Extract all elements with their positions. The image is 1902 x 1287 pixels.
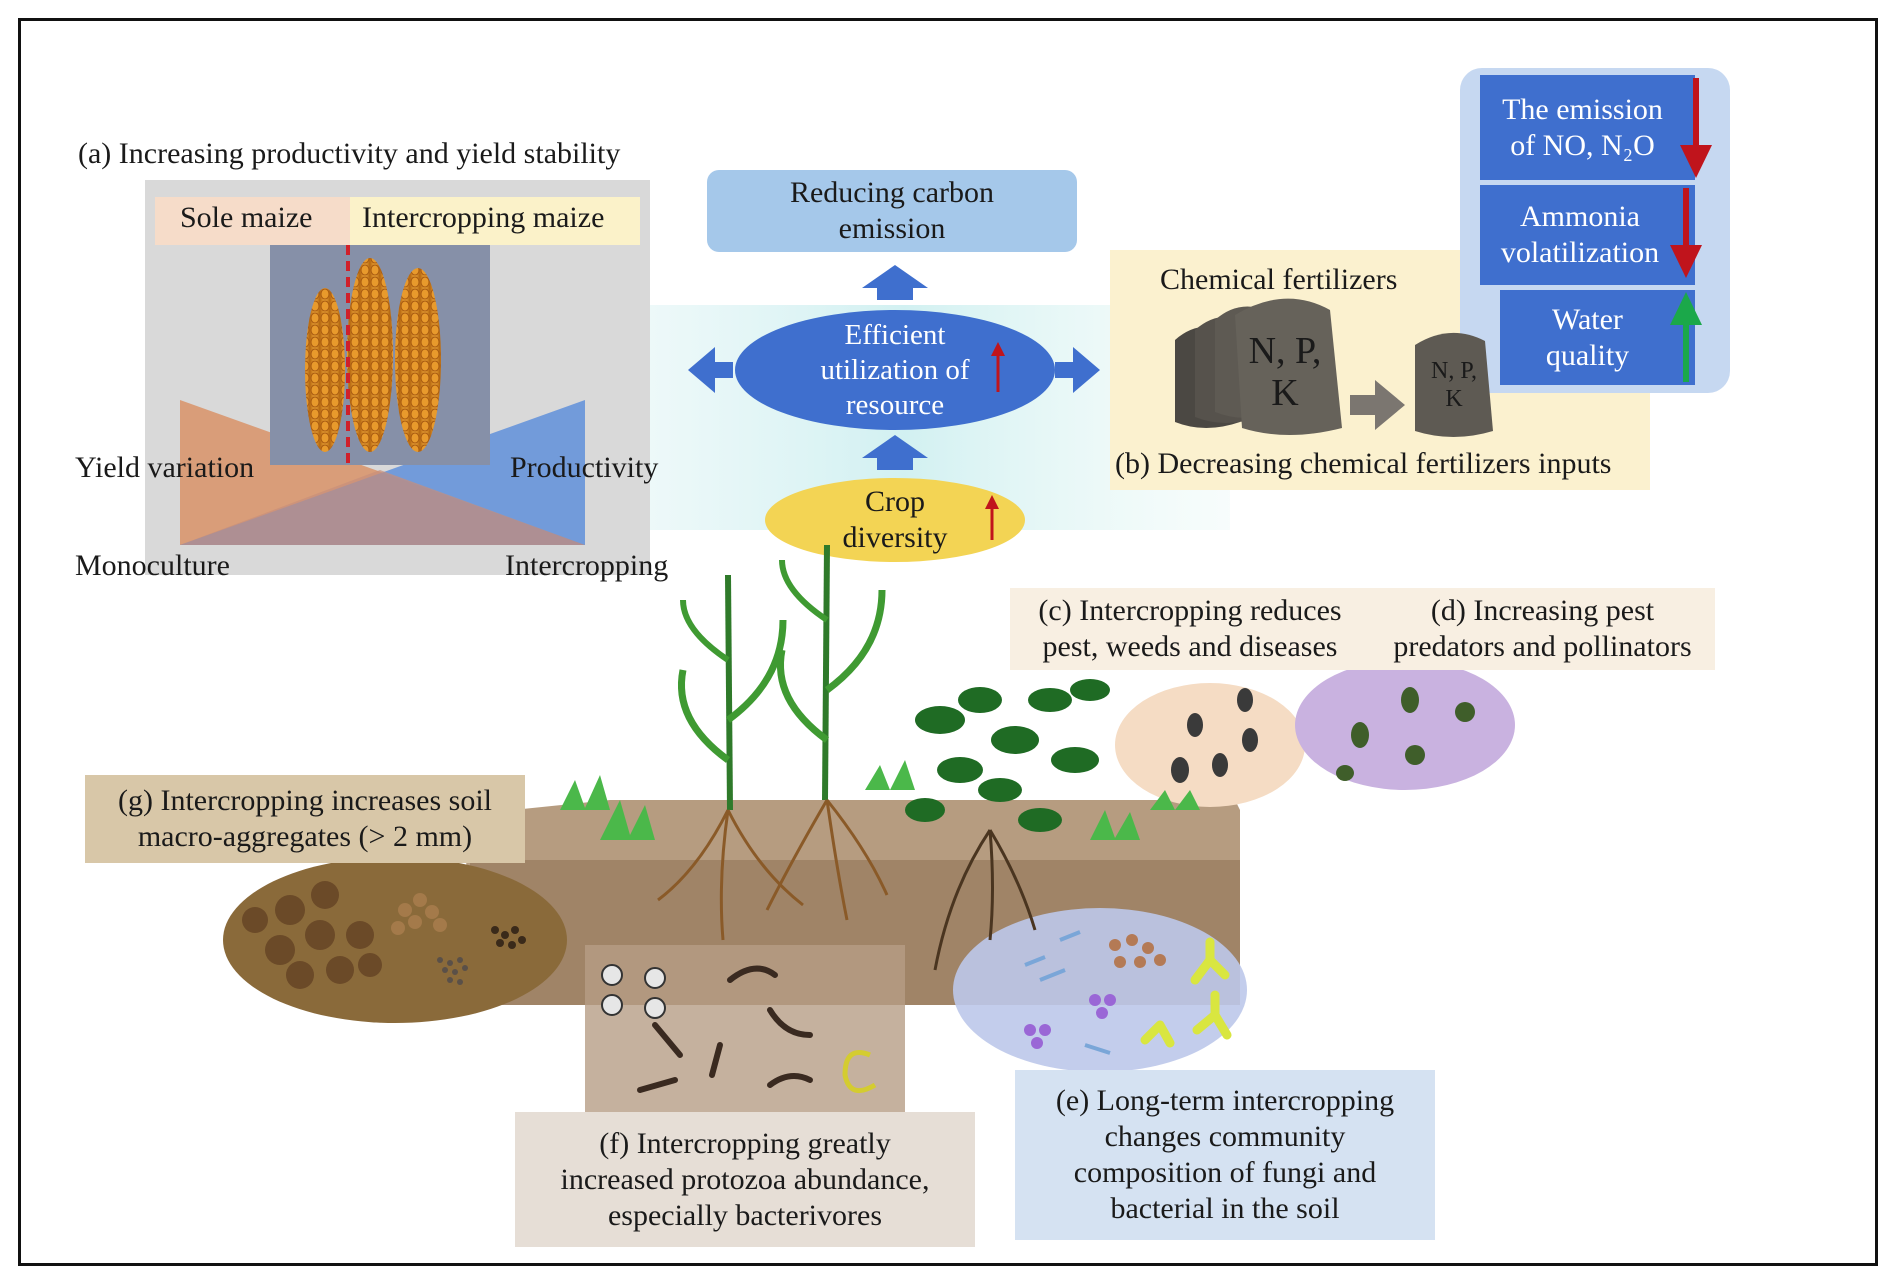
efficient-utilization-box: Efficient utilization of resource bbox=[775, 310, 1015, 430]
fungal-hyphae bbox=[1140, 937, 1232, 1048]
panel-c-caption-box: (c) Intercropping reduces pest, weeds an… bbox=[1010, 588, 1370, 670]
maize-cob-sole bbox=[305, 288, 345, 452]
reducing-carbon-box: Reducing carbon emission bbox=[707, 170, 1077, 252]
reducing-carbon-box-bg bbox=[707, 170, 1077, 252]
predator-ellipse bbox=[1295, 660, 1515, 790]
diversity-up-arrow bbox=[985, 495, 999, 540]
soybean-roots bbox=[933, 829, 1037, 971]
panel-e-caption-box: (e) Long-term intercropping changes comm… bbox=[1015, 1070, 1435, 1240]
bag-large-label: N, P, K bbox=[1248, 330, 1322, 414]
maize-cob-inter-2 bbox=[395, 268, 441, 452]
bacteria-colonies bbox=[1024, 994, 1116, 1049]
emission-down-arrow bbox=[1680, 78, 1712, 178]
monoculture-label: Monoculture bbox=[75, 549, 230, 582]
ammonia-text: Ammonia volatilization bbox=[1500, 200, 1660, 269]
panel-d-caption: (d) Increasing pest predators and pollin… bbox=[1393, 594, 1692, 663]
bag-small-label: N, P, K bbox=[1430, 358, 1478, 412]
bag-small-label-box: N, P, K bbox=[1420, 355, 1488, 415]
micro-aggregates bbox=[391, 893, 447, 935]
emission-box-bg bbox=[1480, 75, 1695, 180]
yield-variation-label: Yield variation bbox=[75, 451, 255, 484]
arrow-up-to-carbon bbox=[862, 265, 928, 300]
predator-insects bbox=[1336, 687, 1475, 781]
ammonia-box: Ammonia volatilization bbox=[1480, 185, 1680, 285]
bacterivore bbox=[842, 1050, 877, 1094]
grass-clumps bbox=[560, 760, 1200, 840]
emission-box: The emission of NO, N₂O bbox=[1480, 78, 1685, 178]
maize-cob-inter-1 bbox=[347, 258, 393, 452]
fungi-spores bbox=[1109, 934, 1166, 968]
crop-diversity-text: Crop diversity bbox=[842, 485, 948, 554]
arrow-right bbox=[1055, 347, 1100, 393]
intercropping-maize-label: Intercropping maize bbox=[362, 201, 605, 234]
sole-maize-label: Sole maize bbox=[180, 201, 313, 234]
panel-f-caption-box: (f) Intercropping greatly increased prot… bbox=[515, 1112, 975, 1247]
panel-g-caption-box: (g) Intercropping increases soil macro-a… bbox=[85, 775, 525, 863]
arrow-up-to-resource bbox=[862, 435, 928, 470]
arrow-left bbox=[688, 347, 733, 393]
maize-plants bbox=[678, 544, 886, 811]
soybean-plants bbox=[905, 679, 1110, 832]
ammonia-down-arrow bbox=[1670, 188, 1702, 278]
water-quality-box: Water quality bbox=[1500, 290, 1675, 385]
small-aggregates bbox=[491, 926, 526, 949]
crop-diversity-ellipse bbox=[765, 478, 1025, 562]
bacteria-rods bbox=[1024, 930, 1111, 1055]
fertilizer-bags-large bbox=[1175, 298, 1342, 435]
pest-ellipse bbox=[1115, 683, 1305, 807]
sole-maize-bg bbox=[155, 197, 350, 245]
reducing-carbon-text: Reducing carbon emission bbox=[789, 176, 995, 245]
panel-c-caption: (c) Intercropping reduces pest, weeds an… bbox=[1038, 594, 1342, 663]
chemical-fertilizers-label: Chemical fertilizers bbox=[1160, 263, 1398, 296]
pest-insects bbox=[1171, 688, 1258, 783]
water-up-arrow bbox=[1670, 292, 1702, 382]
panel-b-caption: (b) Decreasing chemical fertilizers inpu… bbox=[1115, 447, 1612, 480]
bag-large-label-box: N, P, K bbox=[1235, 330, 1335, 414]
amoebae bbox=[601, 964, 666, 1019]
intercropping-label: Intercropping bbox=[505, 549, 669, 582]
water-quality-text: Water quality bbox=[1545, 302, 1630, 372]
efficient-utilization-text: Efficient utilization of resource bbox=[820, 318, 970, 421]
productivity-label: Productivity bbox=[510, 451, 659, 484]
crop-diversity-box: Crop diversity bbox=[800, 482, 990, 558]
panel-e-caption: (e) Long-term intercropping changes comm… bbox=[1055, 1084, 1395, 1225]
protozoa-organisms bbox=[637, 965, 813, 1093]
fertilizer-bag-small bbox=[1415, 332, 1493, 437]
resource-up-arrow bbox=[991, 342, 1005, 392]
panel-g-caption: (g) Intercropping increases soil macro-a… bbox=[117, 784, 493, 853]
roots bbox=[657, 799, 889, 941]
ammonia-box-bg bbox=[1480, 185, 1695, 285]
efficient-utilization-ellipse bbox=[735, 310, 1055, 430]
overlap-triangle bbox=[180, 470, 585, 545]
fungi-bacteria-ellipse bbox=[953, 908, 1247, 1072]
intercropping-maize-bg bbox=[350, 197, 640, 245]
emission-text: The emission of NO, N₂O bbox=[1502, 93, 1663, 162]
reduce-arrow bbox=[1350, 380, 1405, 430]
macro-aggregates bbox=[242, 881, 382, 989]
water-box-bg bbox=[1500, 290, 1695, 385]
panel-f-caption: (f) Intercropping greatly increased prot… bbox=[560, 1126, 930, 1232]
fine-aggregates bbox=[437, 957, 468, 985]
panel-a-title: (a) Increasing productivity and yield st… bbox=[78, 137, 621, 170]
panel-d-caption-box: (d) Increasing pest predators and pollin… bbox=[1370, 588, 1715, 670]
